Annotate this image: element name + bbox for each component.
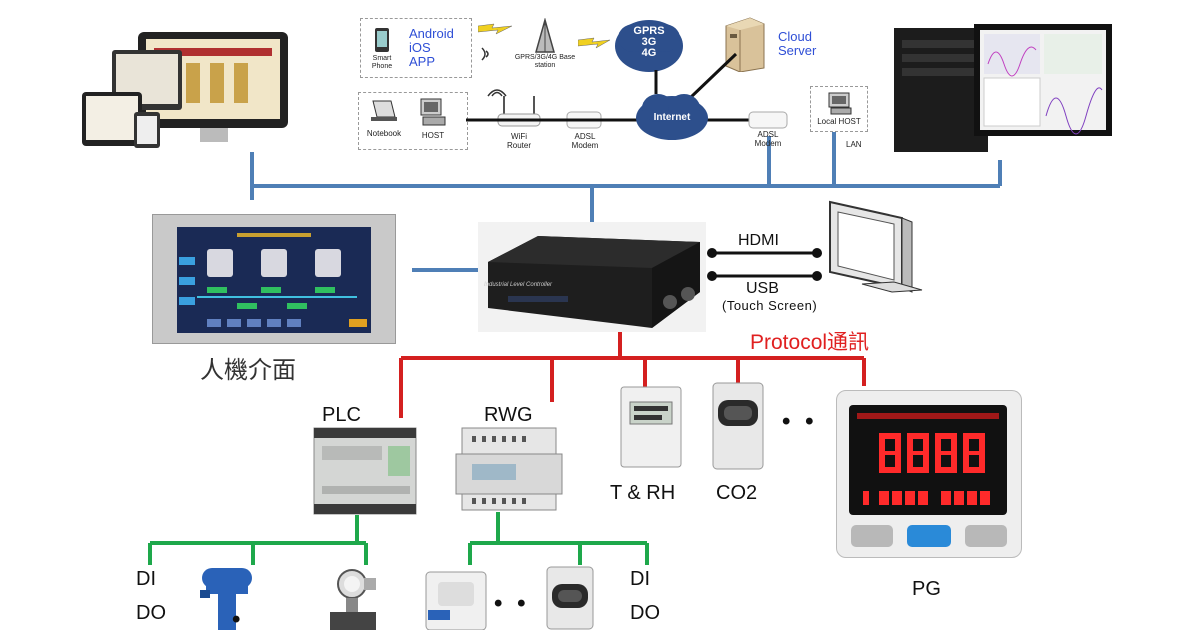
right-di-label: DI <box>630 568 650 590</box>
co2-label: CO2 <box>716 482 758 504</box>
lan-label: LAN <box>846 140 862 149</box>
3g-text: 3G <box>641 36 657 48</box>
pg-down-key[interactable] <box>851 525 893 547</box>
protocol-label: Protocol通訊 <box>750 331 870 354</box>
protocol-lines <box>399 330 866 418</box>
notebook-label: Notebook <box>366 129 402 138</box>
notebook-icon <box>371 100 397 121</box>
cloud-server-label: Cloud Server <box>778 30 816 58</box>
pg-display-graphics <box>857 413 999 505</box>
cloud-text: Cloud <box>778 29 812 44</box>
internet-label: Internet <box>653 112 691 123</box>
industrial-controller: Industrial Level Controller <box>478 222 706 332</box>
gprs-text: GPRS <box>633 25 665 37</box>
pg-display <box>849 405 1007 515</box>
cloud-server-icon <box>725 17 765 72</box>
io-sensor-image <box>425 571 487 630</box>
rwg-device-image <box>455 427 563 511</box>
network-lines <box>250 132 1002 272</box>
t-rh-label: T & RH <box>610 482 676 504</box>
controller-image <box>478 222 706 332</box>
co2-sensor-image <box>712 382 764 470</box>
wireless-signal-icon <box>481 47 489 61</box>
server-link-line <box>688 52 738 100</box>
pg-up-key[interactable] <box>965 525 1007 547</box>
io-co2-sensor-image <box>546 566 594 630</box>
local-host-label: Local HOST <box>817 117 861 126</box>
flow-meter-image <box>330 569 376 630</box>
lightning-icon-2 <box>578 37 611 49</box>
host-label: HOST <box>421 131 445 140</box>
host-computer-icon <box>420 98 446 126</box>
hmi-touch-panel <box>152 214 396 344</box>
devices-ellipsis: • • <box>782 408 818 435</box>
base-station-icon <box>535 18 555 53</box>
wifi-text: WiFi <box>511 132 527 141</box>
rwg-label: RWG <box>484 404 533 426</box>
gprs-cloud-text: GPRS 3G 4G <box>612 26 686 59</box>
hdmi-label: HDMI <box>738 232 779 249</box>
cloud-link-line <box>654 70 658 94</box>
pressure-gauge-device <box>836 390 1022 558</box>
app-box: Smart Phone Android iOS APP <box>360 18 472 78</box>
android-label: Android <box>409 26 454 41</box>
display-monitor-icon <box>829 200 923 293</box>
pg-label: PG <box>912 578 941 600</box>
plc-label: PLC <box>322 404 361 426</box>
gprs-cloud-icon <box>615 20 683 72</box>
right-io-ellipsis: • • <box>494 590 530 617</box>
modem-text: Modem <box>571 141 599 150</box>
app-label: APP <box>409 54 436 69</box>
hmi-screen-graphics <box>179 231 367 327</box>
left-di-label: DI <box>136 568 156 590</box>
right-do-label: DO <box>630 602 660 624</box>
usb-label: USB <box>746 280 779 297</box>
hmi-software-devices <box>82 28 292 152</box>
multi-device-image <box>82 32 288 148</box>
ios-label: iOS <box>409 40 431 55</box>
level-sensor-image <box>200 568 252 630</box>
hdmi-usb-lines <box>707 248 822 281</box>
server-workstation-image <box>894 24 1112 152</box>
adsl-modem-2-icon <box>748 111 788 129</box>
4g-text: 4G <box>641 47 657 59</box>
wifi-router-label: WiFi Router <box>496 132 542 150</box>
touch-screen-label: (Touch Screen) <box>722 298 818 313</box>
smartphone-icon <box>375 28 389 52</box>
hmi-screen <box>177 227 371 333</box>
plc-device-image <box>313 427 417 515</box>
hmi-label: 人機介面 <box>200 357 296 384</box>
io-lines <box>148 512 649 565</box>
router-text: Router <box>506 141 531 150</box>
internet-cloud-icon <box>636 94 708 140</box>
local-host-icon <box>828 92 852 115</box>
thermo-hygrometer-image <box>620 386 682 468</box>
smart-phone-label: Smart Phone <box>371 55 393 70</box>
adsl-modem-2-label: ADSL Modem <box>745 130 791 148</box>
wifi-waves-icon <box>487 89 507 97</box>
local-devices-box: Notebook HOST <box>358 92 468 150</box>
left-io-ellipsis: • • <box>232 606 394 633</box>
base-station-label: GPRS/3G/4G Base station <box>514 54 576 69</box>
modem-2-text: Modem <box>754 139 782 148</box>
left-do-label: DO <box>136 602 166 624</box>
adsl-text: ADSL <box>574 132 596 141</box>
adsl-2-text: ADSL <box>757 130 779 139</box>
controller-caption: Industrial Level Controller <box>484 282 553 288</box>
internet-link-line <box>466 118 766 122</box>
pg-set-key[interactable] <box>907 525 951 547</box>
lightning-icon <box>478 23 513 35</box>
local-host-box: Local HOST <box>810 86 868 132</box>
adsl-modem-label: ADSL Modem <box>562 132 608 150</box>
server-text: Server <box>778 43 817 58</box>
